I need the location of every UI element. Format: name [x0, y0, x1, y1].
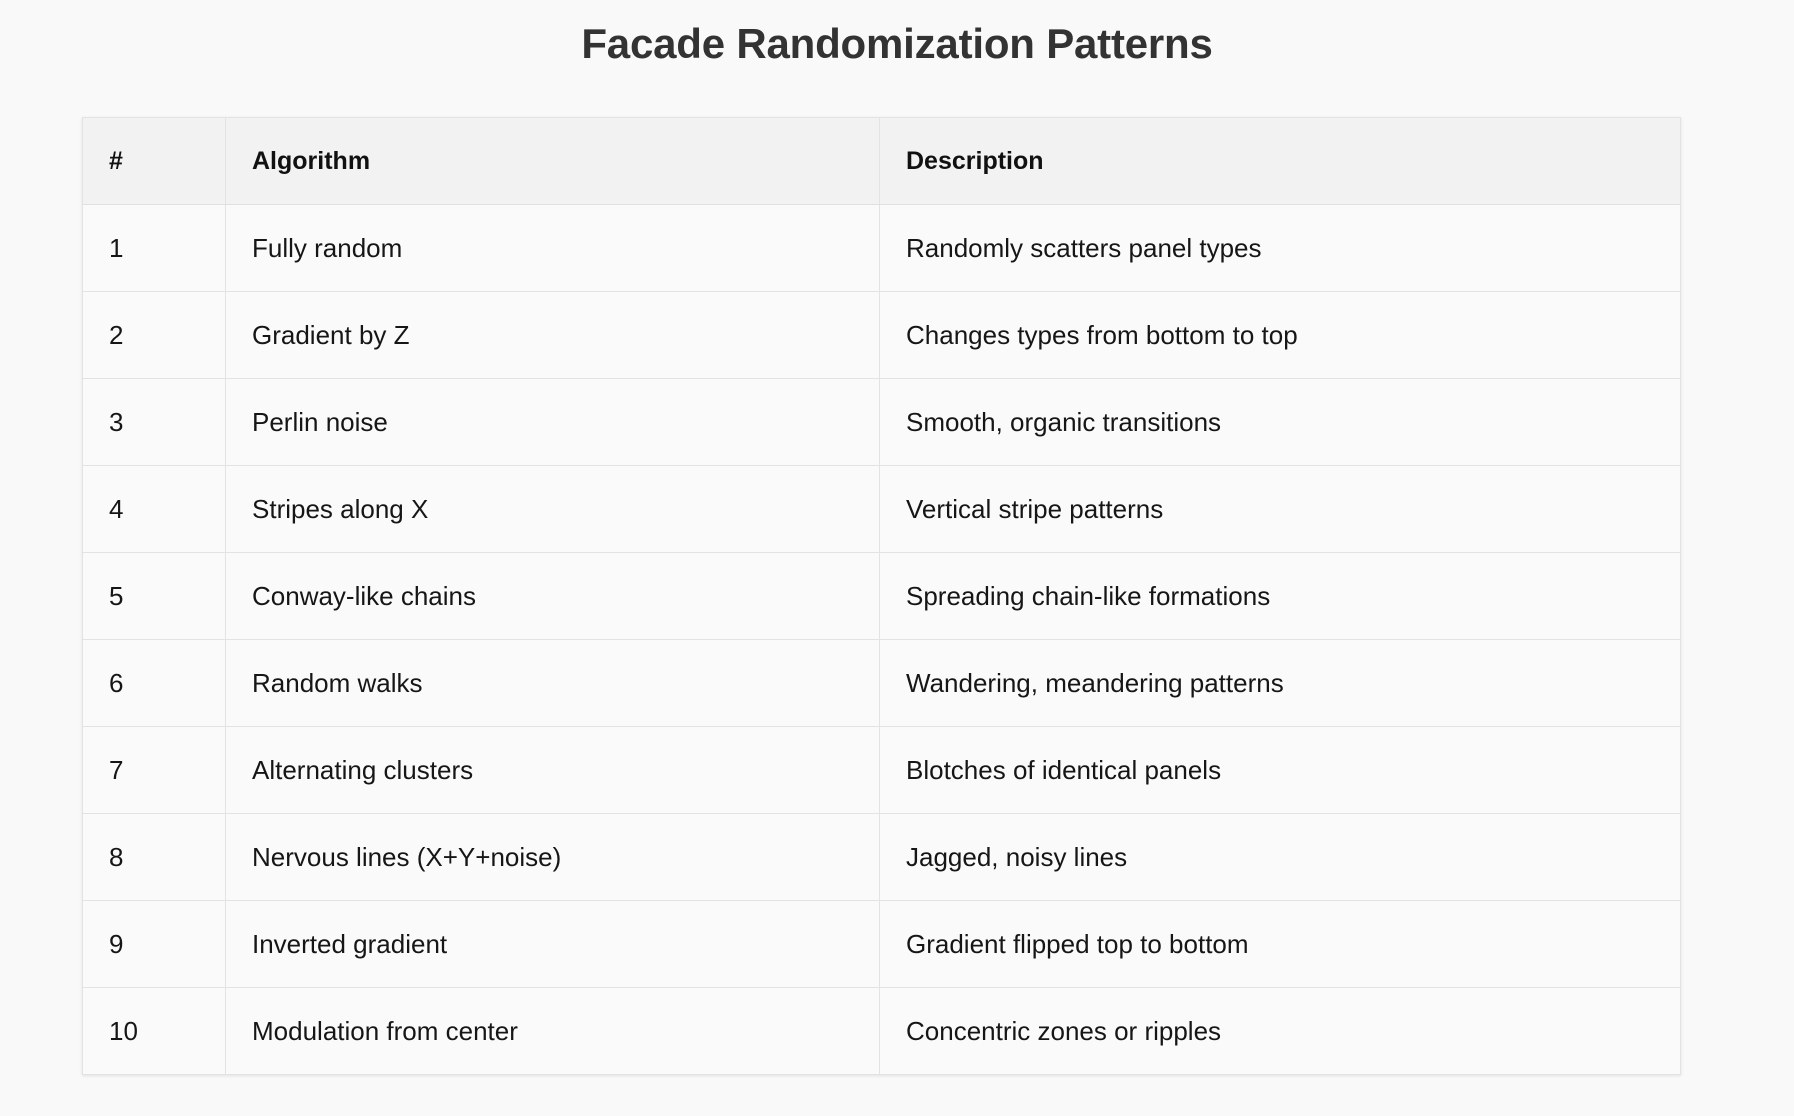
cell-algorithm: Gradient by Z: [225, 291, 880, 379]
cell-description: Gradient flipped top to bottom: [879, 900, 1681, 988]
cell-number: 2: [82, 291, 226, 379]
cell-number: 3: [82, 378, 226, 466]
cell-description: Randomly scatters panel types: [879, 204, 1681, 292]
cell-description: Vertical stripe patterns: [879, 465, 1681, 553]
cell-description: Blotches of identical panels: [879, 726, 1681, 814]
cell-number: 10: [82, 987, 226, 1075]
cell-description: Smooth, organic transitions: [879, 378, 1681, 466]
cell-algorithm: Perlin noise: [225, 378, 880, 466]
cell-algorithm: Inverted gradient: [225, 900, 880, 988]
cell-algorithm: Alternating clusters: [225, 726, 880, 814]
page-title: Facade Randomization Patterns: [581, 20, 1213, 67]
cell-description: Concentric zones or ripples: [879, 987, 1681, 1075]
cell-description: Spreading chain-like formations: [879, 552, 1681, 640]
column-header-number[interactable]: #: [82, 117, 226, 205]
column-header-algorithm[interactable]: Algorithm: [225, 117, 880, 205]
cell-algorithm: Stripes along X: [225, 465, 880, 553]
cell-number: 1: [82, 204, 226, 292]
cell-number: 4: [82, 465, 226, 553]
cell-description: Changes types from bottom to top: [879, 291, 1681, 379]
column-header-description[interactable]: Description: [879, 117, 1681, 205]
cell-number: 6: [82, 639, 226, 727]
cell-algorithm: Conway-like chains: [225, 552, 880, 640]
cell-number: 7: [82, 726, 226, 814]
table-header: # Algorithm Description: [82, 117, 1681, 205]
cell-number: 9: [82, 900, 226, 988]
cell-description: Jagged, noisy lines: [879, 813, 1681, 901]
cell-algorithm: Fully random: [225, 204, 880, 292]
cell-algorithm: Random walks: [225, 639, 880, 727]
cell-algorithm: Nervous lines (X+Y+noise): [225, 813, 880, 901]
cell-number: 5: [82, 552, 226, 640]
cell-algorithm: Modulation from center: [225, 987, 880, 1075]
cell-description: Wandering, meandering patterns: [879, 639, 1681, 727]
cell-number: 8: [82, 813, 226, 901]
table-header-row: # Algorithm Description: [82, 117, 1681, 205]
